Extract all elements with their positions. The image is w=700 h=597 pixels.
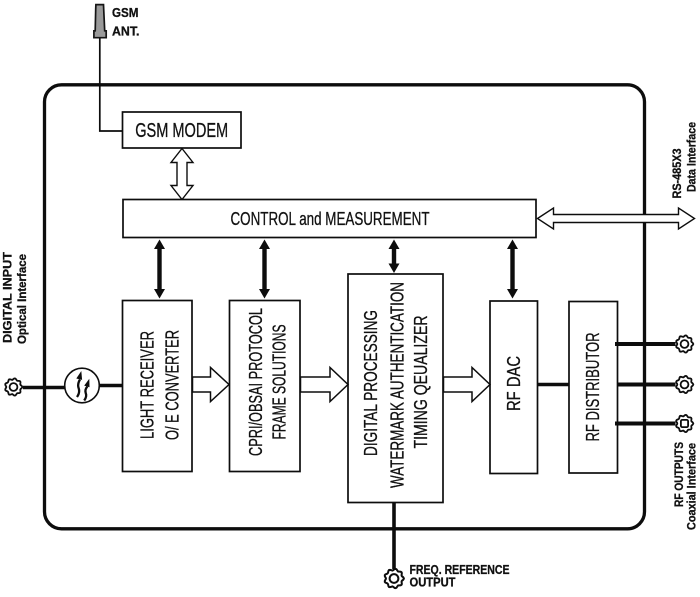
svg-text:Optical Interface: Optical Interface [15,254,29,344]
svg-text:LIGHT RECEIVER: LIGHT RECEIVER [138,331,158,439]
svg-text:RF DISTRIBUTOR: RF DISTRIBUTOR [583,333,603,442]
svg-text:DIGITAL INPUT: DIGITAL INPUT [1,251,15,343]
svg-text:GSM MODEM: GSM MODEM [135,120,228,142]
svg-text:FREQ. REFERENCE: FREQ. REFERENCE [410,563,510,577]
svg-text:O/ E CONVERTER: O/ E CONVERTER [163,330,183,440]
svg-text:Data Interface: Data Interface [685,122,699,192]
svg-text:RF OUTPUTS: RF OUTPUTS [672,442,686,507]
svg-text:GSM: GSM [112,5,139,20]
svg-text:OUTPUT: OUTPUT [410,576,456,590]
svg-text:DIGITAL PROCESSING: DIGITAL PROCESSING [361,310,381,456]
svg-text:FRAME SOLUTIONS: FRAME SOLUTIONS [270,325,290,440]
svg-text:ANT.: ANT. [112,24,140,39]
svg-text:RF DAC: RF DAC [504,356,524,411]
svg-text:RS-485X3: RS-485X3 [670,148,684,198]
svg-text:TIMING QEUALIZER: TIMING QEUALIZER [411,315,431,448]
svg-text:CPRI/OBSAI PROTOCOL: CPRI/OBSAI PROTOCOL [246,308,266,456]
svg-text:Coaxial Interface: Coaxial Interface [685,443,699,530]
svg-text:CONTROL and MEASUREMENT: CONTROL and MEASUREMENT [231,208,430,229]
svg-text:WATERMARK AUTHENTICATION: WATERMARK AUTHENTICATION [388,282,408,488]
